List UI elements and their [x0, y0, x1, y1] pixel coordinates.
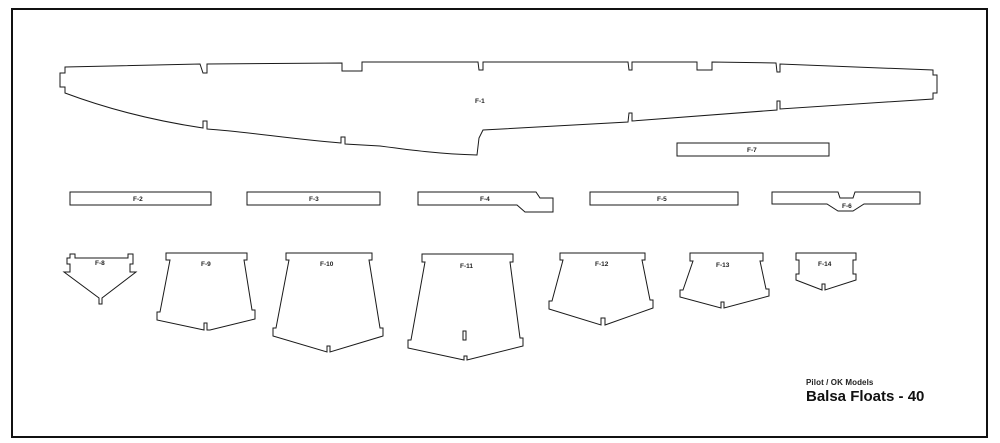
- maker-label: Pilot / OK Models: [806, 378, 874, 387]
- part-f2: F-2: [69, 191, 212, 206]
- part-f13: F-13: [679, 252, 770, 309]
- plan-title: Balsa Floats - 40: [806, 388, 925, 405]
- part-label-f11: F-11: [460, 263, 473, 270]
- sheet-border: [11, 8, 988, 438]
- part-f9: F-9: [156, 252, 256, 331]
- part-label-f1: F-1: [475, 98, 485, 105]
- part-f10: F-10: [272, 252, 384, 353]
- part-label-f13: F-13: [716, 262, 730, 269]
- part-label-f12: F-12: [595, 261, 609, 268]
- part-label-f2: F-2: [133, 196, 143, 203]
- part-label-f3: F-3: [309, 196, 319, 203]
- part-label-f9: F-9: [201, 261, 211, 268]
- part-f3: F-3: [246, 191, 381, 206]
- part-f12: F-12: [548, 252, 654, 326]
- part-label-f8: F-8: [95, 260, 105, 267]
- part-label-f6: F-6: [842, 203, 852, 210]
- part-label-f5: F-5: [657, 196, 667, 203]
- part-f1: F-1: [59, 61, 938, 156]
- part-f8: F-8: [62, 253, 138, 305]
- part-f4: F-4: [417, 191, 554, 213]
- part-f6: F-6: [771, 191, 921, 212]
- part-f11: F-11: [407, 253, 524, 361]
- part-label-f4: F-4: [480, 196, 490, 203]
- part-f14: F-14: [795, 252, 857, 291]
- part-f7: F-7: [676, 142, 830, 157]
- title-block: Pilot / OK Models Balsa Floats - 40: [806, 378, 986, 405]
- part-label-f14: F-14: [818, 261, 832, 268]
- part-f5: F-5: [589, 191, 739, 206]
- part-label-f10: F-10: [320, 261, 334, 268]
- part-label-f7: F-7: [747, 147, 757, 154]
